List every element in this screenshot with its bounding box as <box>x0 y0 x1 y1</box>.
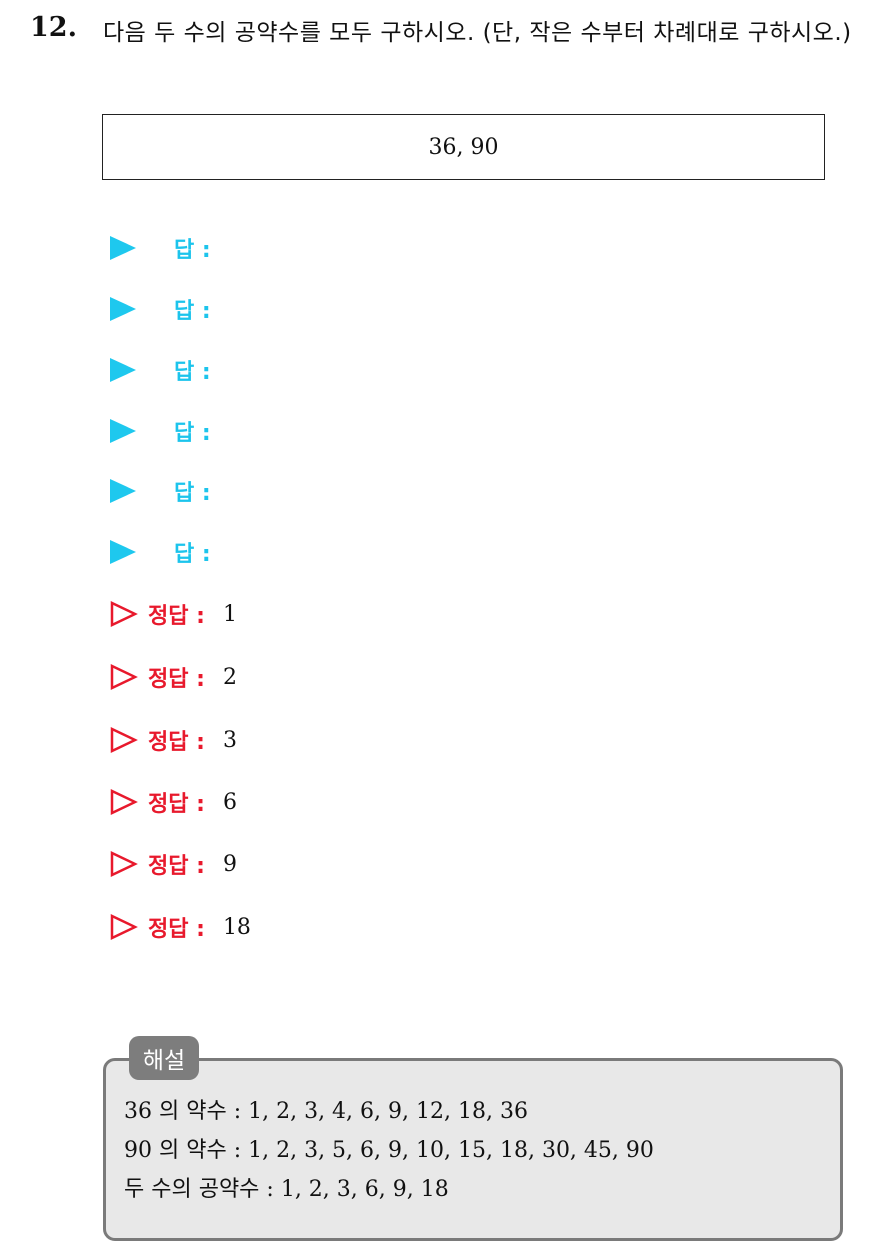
answer-label: 답 : <box>174 299 211 324</box>
correct-answer-label: 정답 : <box>148 730 205 755</box>
correct-answer-value: 6 <box>222 789 237 815</box>
filled-triangle-right-icon <box>110 236 136 260</box>
answer-blank-row[interactable]: 답 : <box>110 233 211 263</box>
filled-triangle-right-icon <box>110 540 136 564</box>
question-number: 12. <box>30 12 77 43</box>
outline-triangle-right-icon <box>110 664 138 690</box>
correct-answer-label: 정답 : <box>148 667 205 692</box>
correct-answer-row: 정답 : 2 <box>110 660 237 694</box>
filled-triangle-right-icon <box>110 358 136 382</box>
outline-triangle-right-icon <box>110 914 138 940</box>
answer-label: 답 : <box>174 421 211 446</box>
outline-triangle-right-icon <box>110 789 138 815</box>
correct-answer-row: 정답 : 6 <box>110 785 237 819</box>
answer-label: 답 : <box>174 360 211 385</box>
answer-label: 답 : <box>174 481 211 506</box>
answer-blank-row[interactable]: 답 : <box>110 355 211 385</box>
answer-label: 답 : <box>174 238 211 263</box>
correct-answer-value: 3 <box>222 727 237 753</box>
solution-line: 90 의 약수 : 1, 2, 3, 5, 6, 9, 10, 15, 18, … <box>124 1138 654 1163</box>
correct-answer-row: 정답 : 9 <box>110 847 237 881</box>
solution-line: 두 수의 공약수 : 1, 2, 3, 6, 9, 18 <box>124 1177 449 1202</box>
correct-answer-row: 정답 : 3 <box>110 723 237 757</box>
correct-answer-label: 정답 : <box>148 792 205 817</box>
filled-triangle-right-icon <box>110 297 136 321</box>
given-numbers: 36, 90 <box>428 134 499 160</box>
correct-answer-value: 2 <box>222 664 237 690</box>
filled-triangle-right-icon <box>110 419 136 443</box>
outline-triangle-right-icon <box>110 727 138 753</box>
filled-triangle-right-icon <box>110 479 136 503</box>
answer-label: 답 : <box>174 542 211 567</box>
outline-triangle-right-icon <box>110 851 138 877</box>
correct-answer-row: 정답 : 18 <box>110 910 251 944</box>
answer-blank-row[interactable]: 답 : <box>110 476 211 506</box>
correct-answer-label: 정답 : <box>148 854 205 879</box>
correct-answer-label: 정답 : <box>148 604 205 629</box>
correct-answer-row: 정답 : 1 <box>110 597 237 631</box>
given-numbers-box: 36, 90 <box>102 114 825 180</box>
solution-box <box>103 1058 843 1241</box>
solution-tag: 해설 <box>129 1036 199 1080</box>
outline-triangle-right-icon <box>110 601 138 627</box>
correct-answer-value: 9 <box>222 851 237 877</box>
answer-blank-row[interactable]: 답 : <box>110 537 211 567</box>
question-text: 다음 두 수의 공약수를 모두 구하시오. (단, 작은 수부터 차례대로 구하… <box>103 20 852 46</box>
solution-lines: 36 의 약수 : 1, 2, 3, 4, 6, 9, 12, 18, 36 9… <box>124 1092 834 1209</box>
correct-answer-label: 정답 : <box>148 917 205 942</box>
answer-blank-row[interactable]: 답 : <box>110 294 211 324</box>
answer-blank-row[interactable]: 답 : <box>110 416 211 446</box>
correct-answer-value: 1 <box>222 601 237 627</box>
correct-answer-value: 18 <box>222 914 251 940</box>
solution-line: 36 의 약수 : 1, 2, 3, 4, 6, 9, 12, 18, 36 <box>124 1099 528 1124</box>
